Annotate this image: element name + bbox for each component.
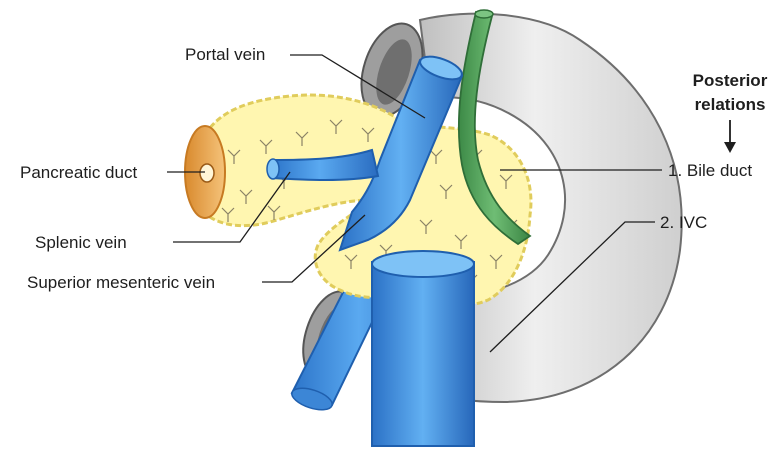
label-splenic-vein: Splenic vein	[35, 233, 127, 252]
label-bile-duct: 1. Bile duct	[668, 161, 752, 180]
inferior-vena-cava	[372, 251, 474, 446]
label-portal-vein: Portal vein	[185, 45, 265, 64]
posterior-header-line2: relations	[695, 95, 766, 114]
ivc-top	[372, 251, 474, 277]
label-pancreatic-duct: Pancreatic duct	[20, 163, 137, 182]
down-arrow-icon	[724, 120, 736, 153]
posterior-header-line1: Posterior	[693, 71, 768, 90]
label-superior-mesenteric-vein: Superior mesenteric vein	[27, 273, 215, 292]
pancreatic-duct-opening	[200, 164, 214, 182]
splenic-vein-end	[267, 159, 279, 179]
label-ivc: 2. IVC	[660, 213, 707, 232]
